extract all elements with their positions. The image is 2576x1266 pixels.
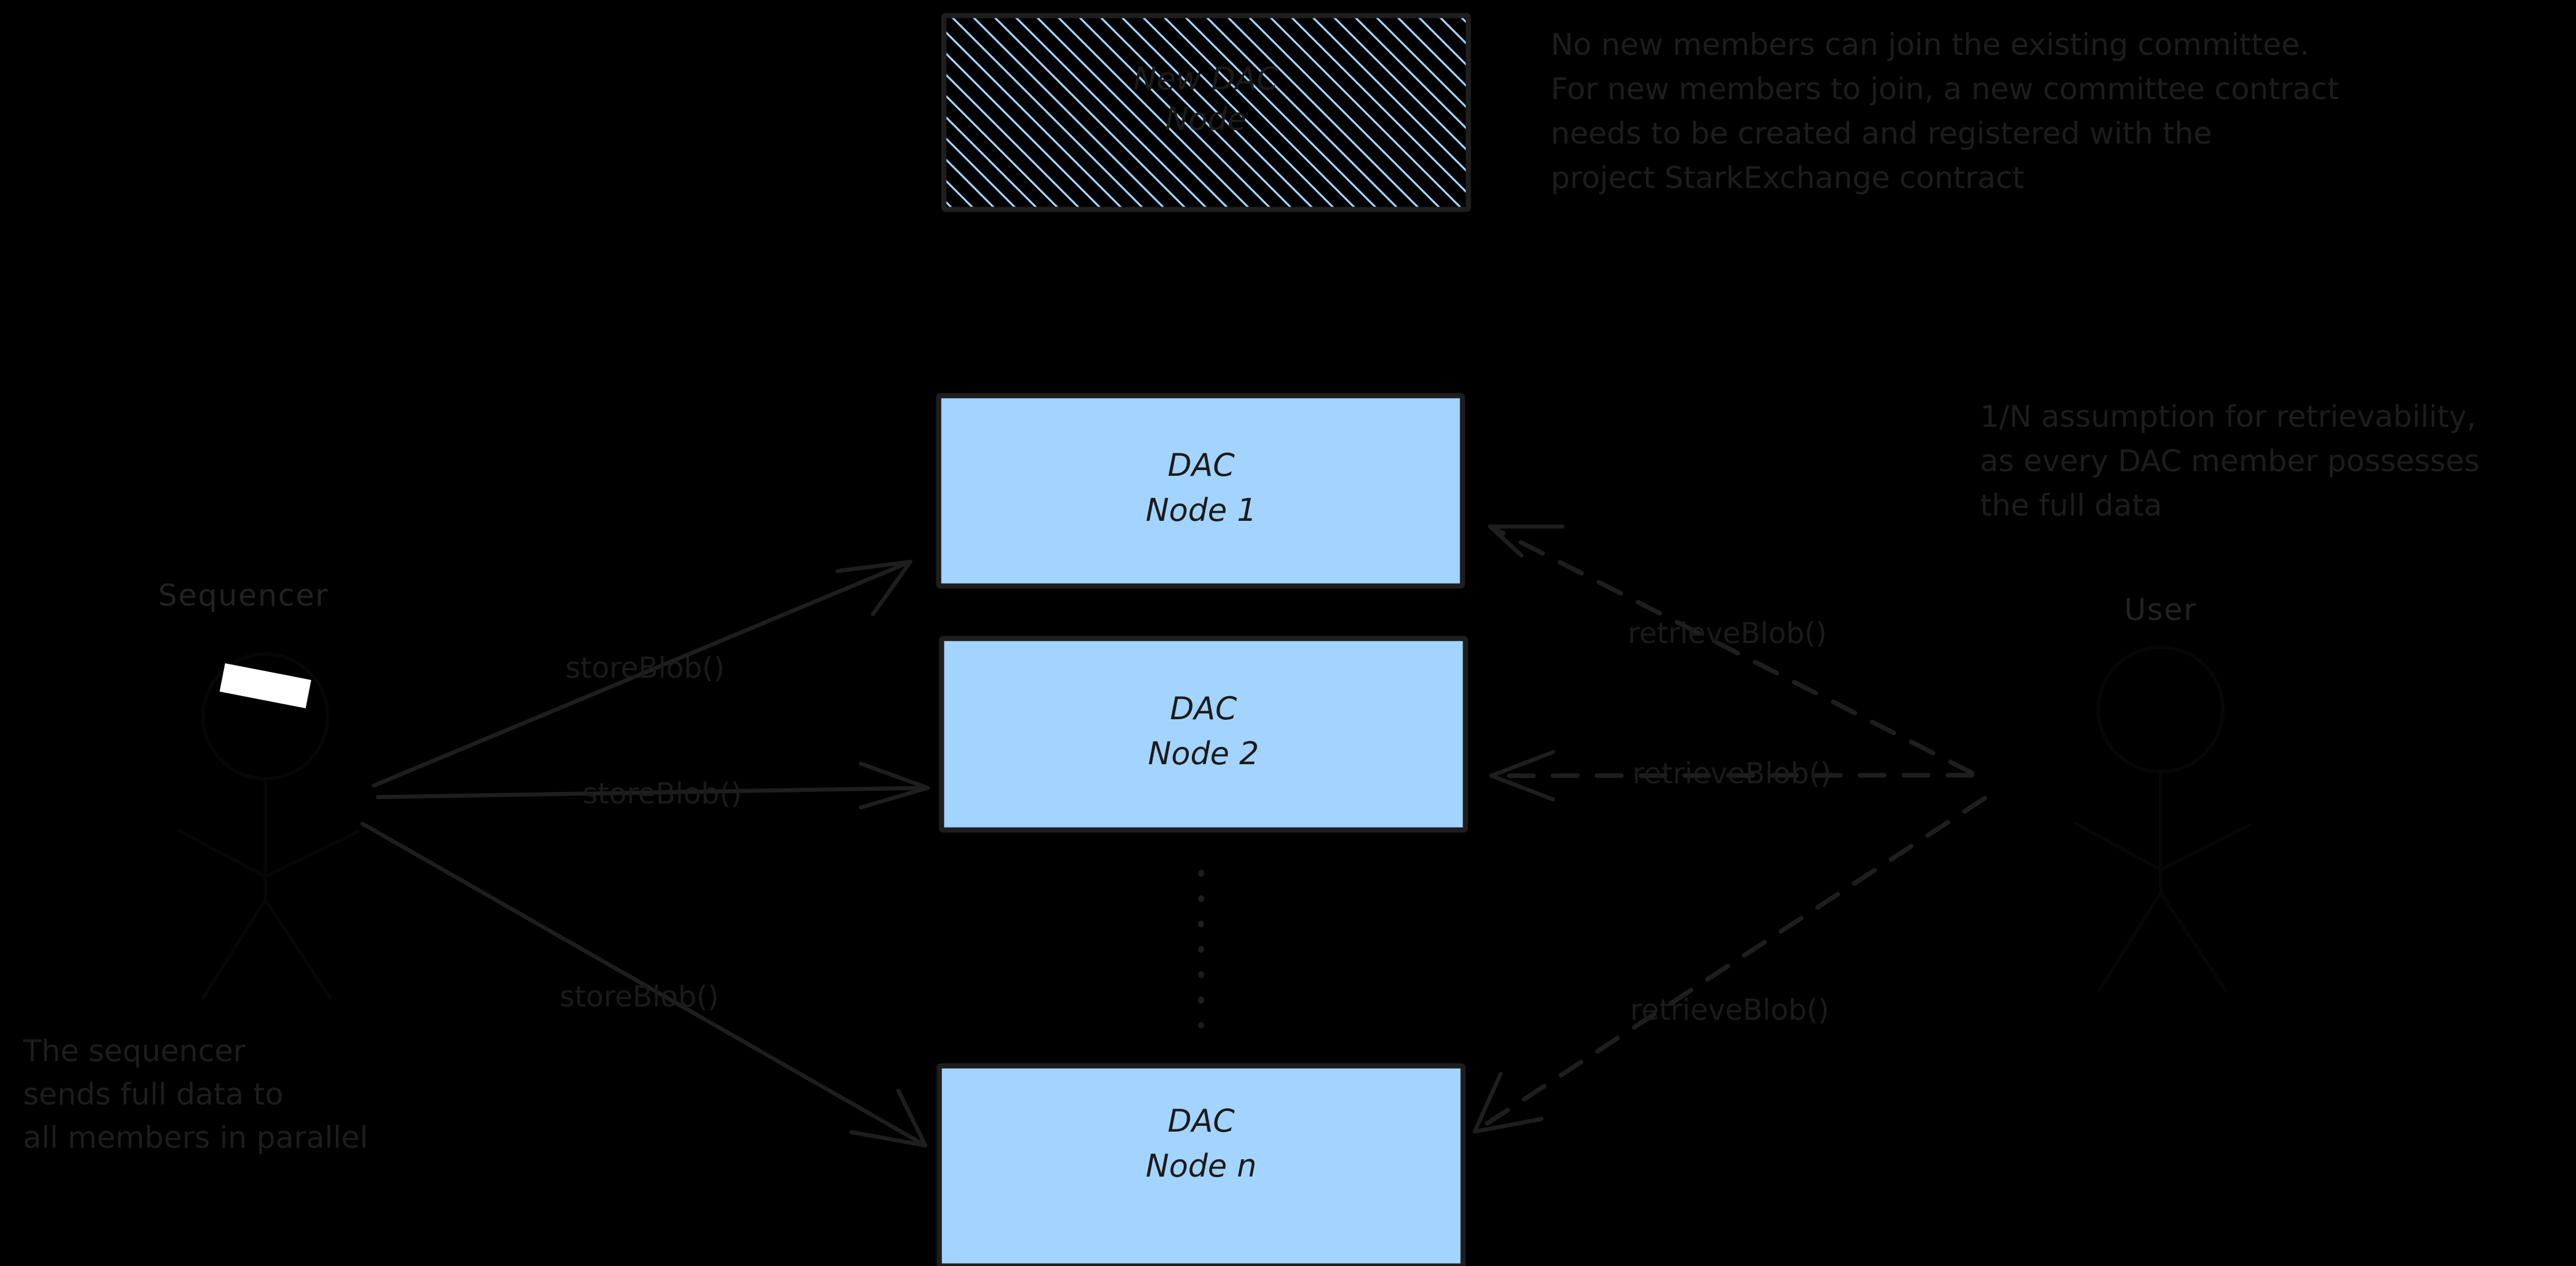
dac-node-n-line1: DAC [1168,1103,1235,1139]
user-figure [2074,645,2252,993]
annotation-sequencer-note-line-2: all members in parallel [23,1121,368,1155]
sequencer-label: Sequencer [158,578,329,613]
dac-node-2-box[interactable]: DAC Node 2 [939,636,1468,833]
new-dac-node-line1: New DAC [1133,61,1278,97]
sequencer-figure [177,652,359,1000]
edge-retrieve-blob-1 [1488,524,1974,775]
edge-label-retrieve-blob-2: retrieveBlob() [1633,757,1832,790]
dac-node-2-line1: DAC [1170,690,1238,727]
new-dac-node-line2: Node [1165,101,1247,137]
annotation-retrievability-line-2: the full data [1980,489,2162,523]
dac-node-1-line2: Node 1 [1146,492,1257,528]
annotation-committee: No new members can join the existing com… [1551,28,2339,196]
edge-store-blob-1 [372,559,913,788]
new-dac-node-box[interactable]: New DAC Node [941,13,1471,212]
edge-label-retrieve-blob-1: retrieveBlob() [1628,617,1827,650]
user-label: User [2124,593,2198,628]
dac-node-1-box[interactable]: DAC Node 1 [936,393,1465,589]
annotation-committee-line-0: No new members can join the existing com… [1551,28,2309,62]
dac-node-n-line2: Node n [1146,1148,1257,1184]
annotation-retrievability-line-1: as every DAC member possesses [1980,444,2480,479]
annotation-sequencer-note-line-0: The sequencer [23,1034,246,1069]
edge-store-blob-n [360,821,928,1148]
annotation-committee-line-3: project StarkExchange contract [1551,161,2024,196]
annotation-committee-line-1: For new members to join, a new committee… [1551,72,2339,107]
annotation-retrievability: 1/N assumption for retrievability, as ev… [1980,400,2480,523]
edge-label-store-blob-2: storeBlob() [583,777,742,810]
dac-node-1-line1: DAC [1168,447,1235,483]
annotation-retrievability-line-0: 1/N assumption for retrievability, [1980,400,2476,434]
dac-node-n-box[interactable]: DAC Node n [936,1063,1466,1266]
edge-label-retrieve-blob-n: retrieveBlob() [1630,993,1829,1027]
dac-node-2-line2: Node 2 [1148,735,1259,772]
edge-label-store-blob-n: storeBlob() [560,980,719,1013]
annotation-sequencer-note-line-1: sends full data to [23,1077,283,1112]
sequencer-banner [219,663,312,709]
edge-retrieve-blob-2 [1489,750,1974,802]
annotation-committee-line-2: needs to be created and registered with … [1551,117,2212,151]
annotation-sequencer-note: The sequencer sends full data to all mem… [23,1034,368,1155]
edge-retrieve-blob-n [1472,796,1987,1134]
edge-store-blob-2 [376,761,930,810]
edge-label-store-blob-1: storeBlob() [565,651,725,685]
